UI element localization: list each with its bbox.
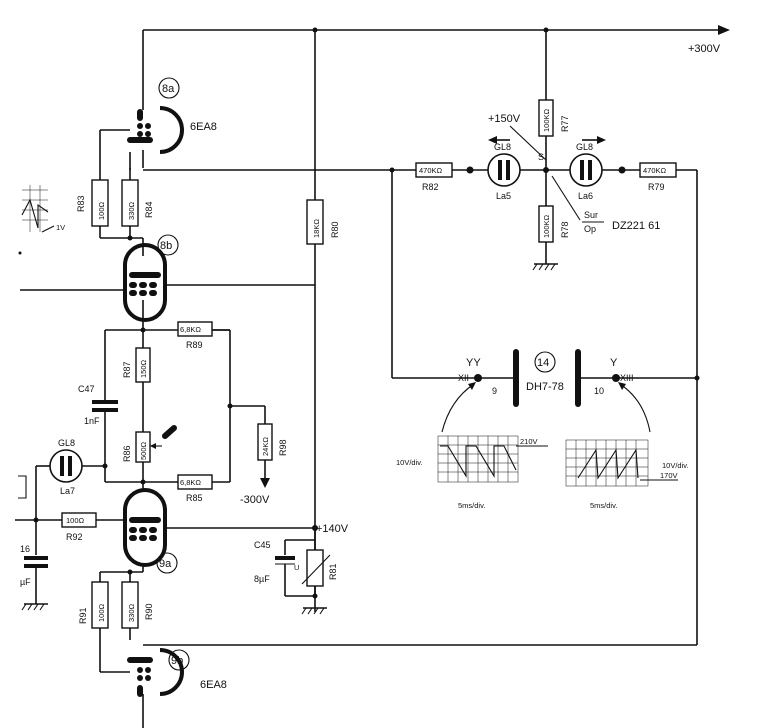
waveform-right-volts: 10V/div. [662,461,689,470]
la7-type: GL8 [58,438,75,448]
r82-ref: R82 [422,182,439,192]
r78-ref: R78 [560,221,570,238]
glow-lamp-la6 [569,153,603,187]
la6-ref: La6 [578,191,593,201]
op-label: Op [584,224,596,234]
c47-value: 1nF [84,416,100,426]
r84-ref: R84 [144,201,154,218]
crt-yy-label: YY [466,357,481,369]
waveform-right [565,439,678,487]
tube-8a-ref-circle [158,77,180,99]
r98-value: 24KΩ [261,437,270,456]
sur-label: Sur [584,210,598,220]
c46-ref-partial: 16 [20,544,30,554]
c45-ref: C45 [254,540,271,550]
c47-ref: C47 [78,384,95,394]
waveform-left-level: 210V [520,437,538,446]
tube-type-top: 6EA8 [190,121,217,133]
adjust-dot [162,425,177,439]
la5-ref: La5 [496,191,511,201]
r89-ref: R89 [186,340,203,350]
supply-150v-label: +150V [488,113,521,125]
la6-type: GL8 [576,142,593,152]
r98-ref: R98 [278,439,288,456]
node-s-label: S [538,152,544,162]
r81-u-label: U [294,563,299,572]
r78-value: 100KΩ [542,214,551,238]
arrow-left-icon [488,136,510,144]
ground-symbol-c46 [21,603,48,611]
r82-value: 470KΩ [419,166,443,175]
r77-value: 100KΩ [542,108,551,132]
r79-value: 470KΩ [643,166,667,175]
r84-value: 330Ω [127,201,136,220]
part-number-label: DZ221 61 [612,220,660,232]
waveform-right-level: 170V [660,471,678,480]
r91-ref: R91 [78,607,88,624]
r80-value: 18KΩ [312,219,321,238]
crt-pin-left: 9 [492,386,497,396]
tube-9b [127,648,184,728]
tube-9a [123,488,167,567]
resistor-r80 [306,199,324,245]
tube-type-bottom: 6EA8 [200,679,227,691]
tube-8b-ref: 8b [160,240,172,252]
crt-pin-right: 10 [594,386,604,396]
r81-ref: R81 [328,563,338,580]
tube-9b-ref-circle [168,649,190,671]
la5-type: GL8 [494,142,511,152]
crt-deflection-plates [513,349,581,407]
crt-ref-circle [534,351,556,373]
resistor-r89 [177,321,213,337]
ground-symbol-r81 [301,607,327,615]
c45-value: 8µF [254,574,270,584]
r90-ref: R90 [144,603,154,620]
r92-ref: R92 [66,532,83,542]
tube-8a [127,106,184,170]
inset-waveform-left [21,185,55,233]
tube-8b [123,243,167,330]
crt-type: DH7-78 [526,381,564,393]
r87-ref: R87 [122,361,132,378]
r80-ref: R80 [330,221,340,238]
supply-neg300v-label: -300V [240,494,270,506]
crt-xii-label: XII [458,373,469,383]
tube-8a-ref: 8a [162,83,175,95]
glow-lamp-la7 [49,449,83,483]
r92-value: 100Ω [66,516,85,525]
arrow-right-icon [582,136,606,144]
r87-value: 150Ω [139,359,148,378]
r83-ref: R83 [76,195,86,212]
inset-volts-label: 1V [56,223,65,232]
r85-ref: R85 [186,493,203,503]
supply-300v-label: +300V [688,43,721,55]
glow-lamp-la5 [487,153,521,187]
r86-value: 500Ω [139,441,148,460]
waveform-right-time: 5ms/div. [590,501,617,510]
r77-ref: R77 [560,115,570,132]
tube-8b-ref-circle [157,234,179,256]
r85-value: 6,8KΩ [180,478,201,487]
waveform-left [437,435,548,483]
waveform-left-volts: 10V/div. [396,458,423,467]
c46-value-partial: µF [20,577,31,587]
waveform-left-time: 5ms/div. [458,501,485,510]
crt-y-label: Y [610,357,618,369]
supply-140v-label: +140V [316,523,349,535]
resistor-r81 [306,549,324,587]
r86-ref: R86 [122,445,132,462]
la7-ref: La7 [60,486,75,496]
tube-9a-ref: 9a [159,558,172,570]
crt-ref: 14 [537,357,549,369]
supply-300v-rail [142,25,730,612]
r83-value: 100Ω [97,201,106,220]
ground-symbol-r78 [532,263,558,271]
r90-value: 330Ω [127,603,136,622]
r79-ref: R79 [648,182,665,192]
r89-value: 6,8KΩ [180,325,201,334]
r91-value: 100Ω [97,603,106,622]
